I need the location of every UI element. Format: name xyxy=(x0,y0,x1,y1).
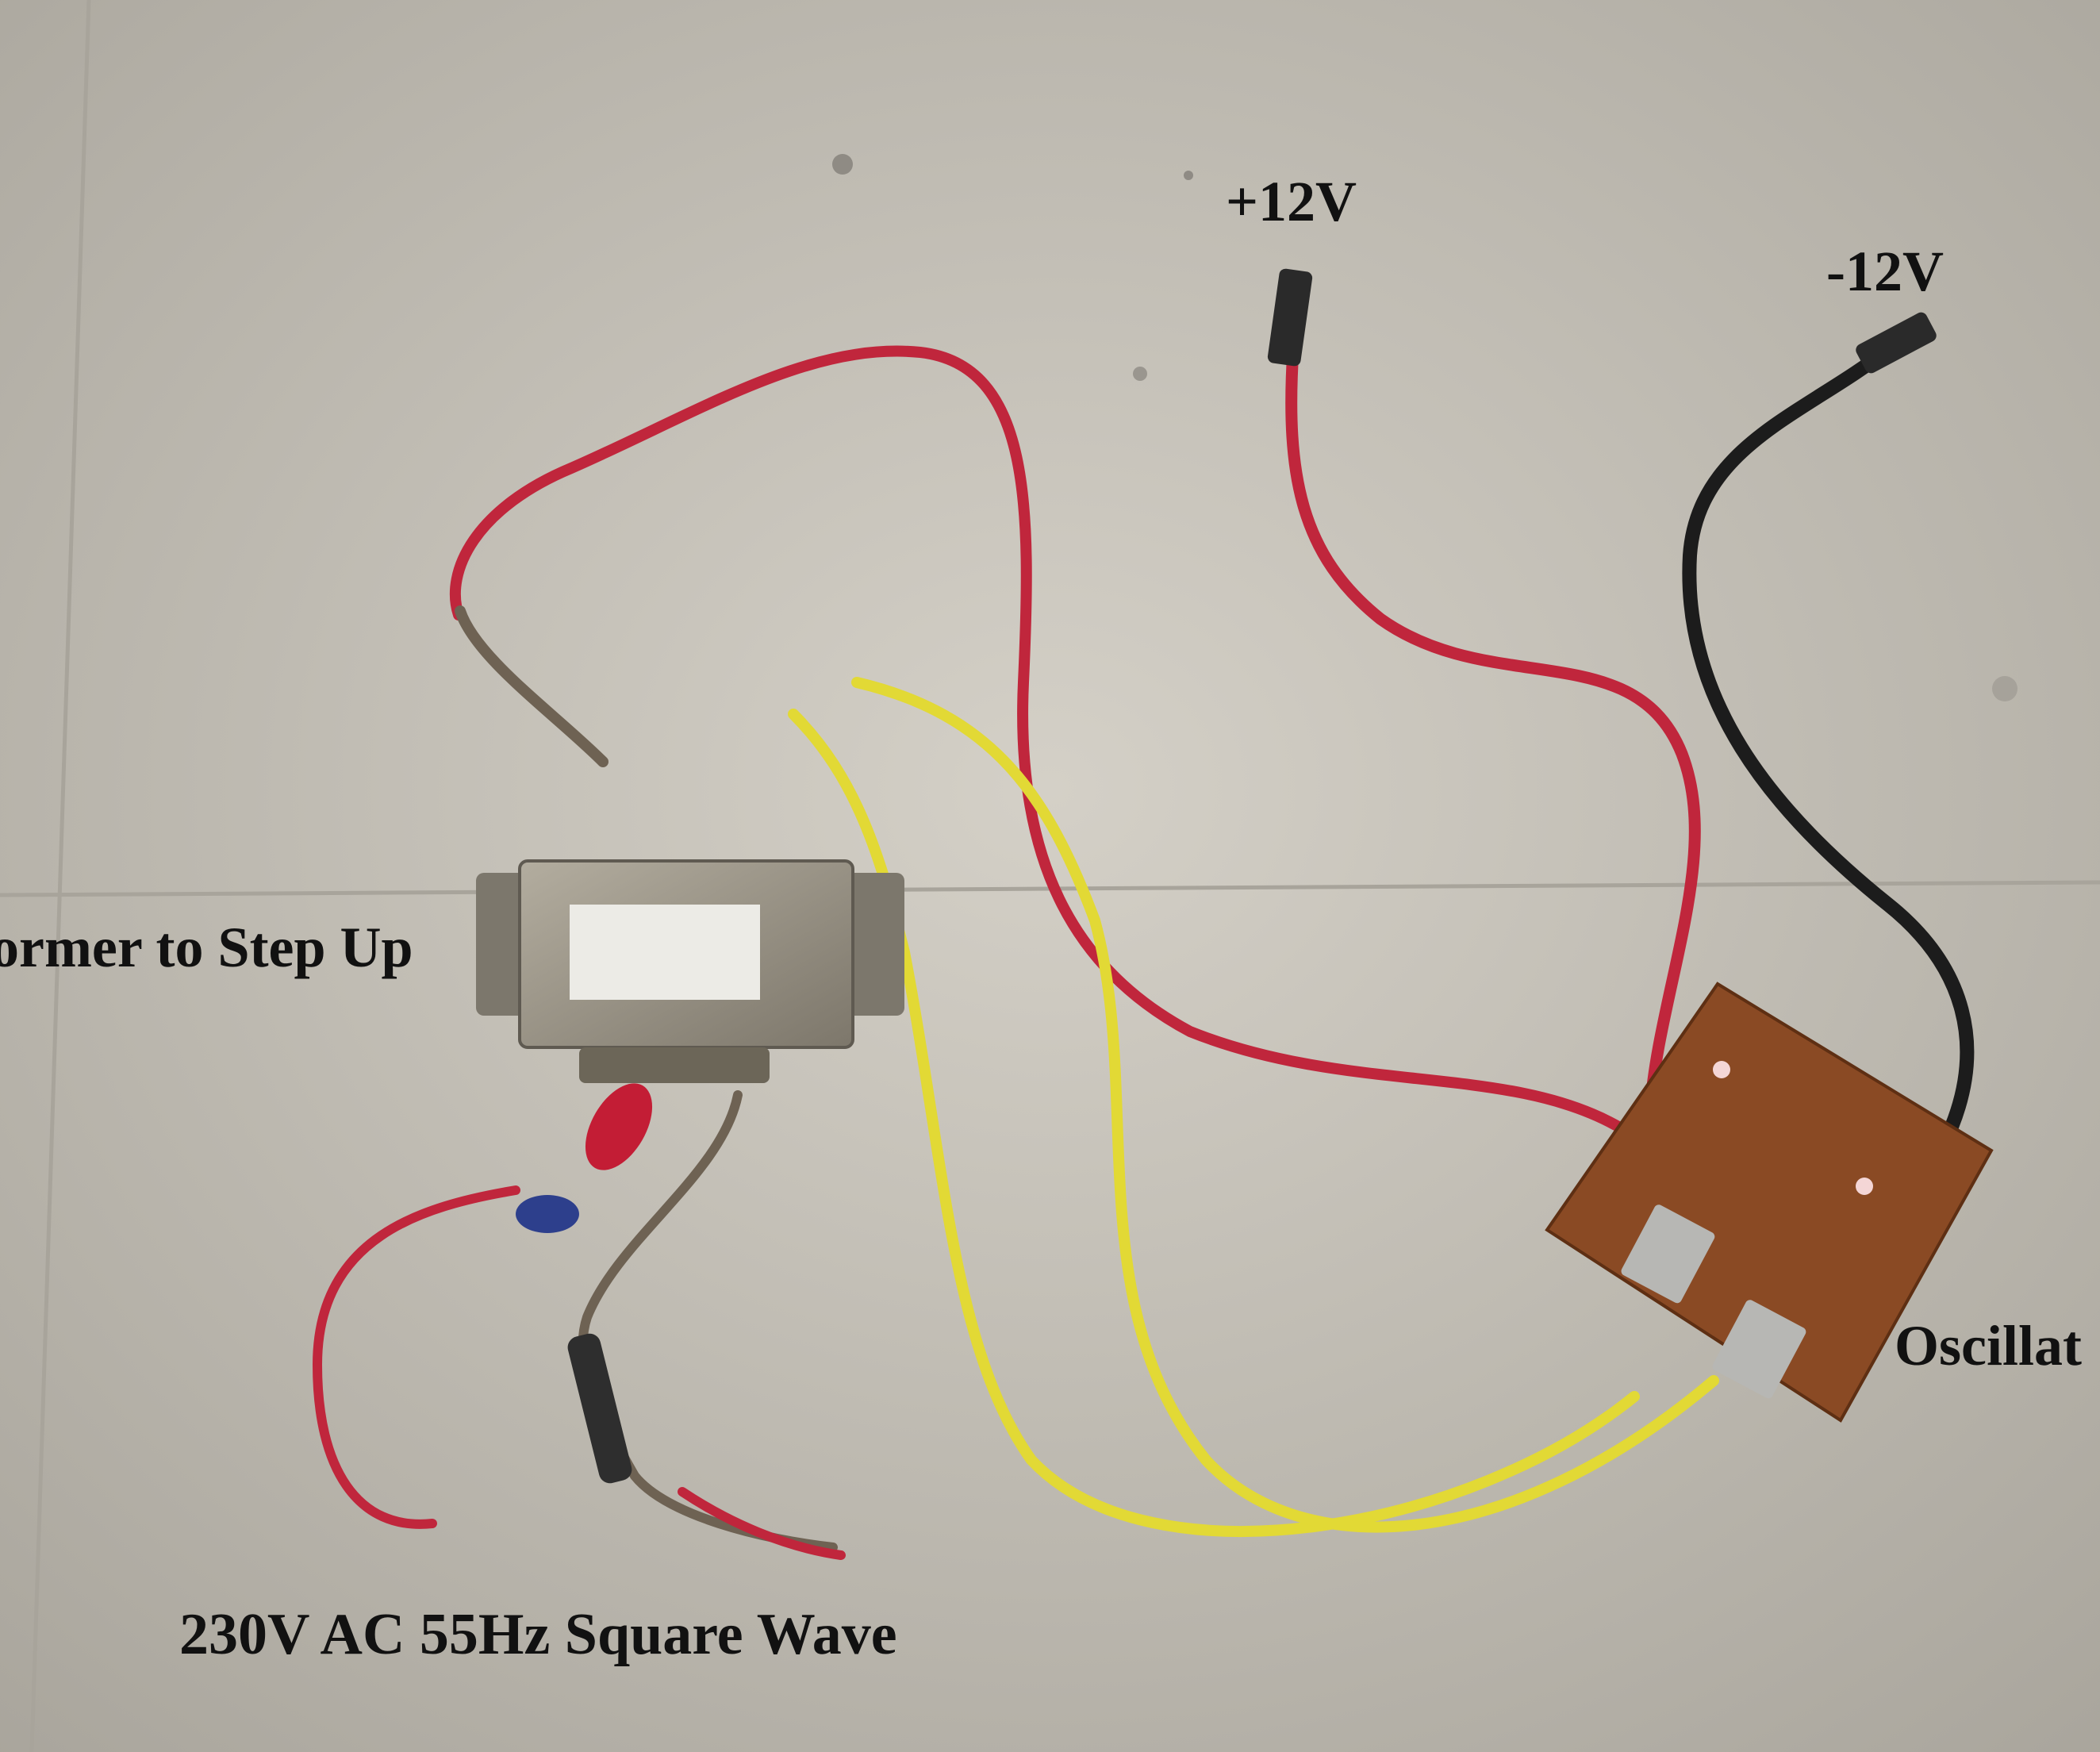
minus-12v-terminal xyxy=(1856,312,1937,374)
red-wire-feedback xyxy=(450,345,1624,1132)
floor-speck xyxy=(1992,676,2017,701)
led-indicator xyxy=(1856,1178,1873,1195)
led-indicator xyxy=(1713,1061,1730,1078)
transformer-spec-sticker xyxy=(570,905,760,1000)
oscillator-pcb xyxy=(1545,982,1994,1423)
fuse-holder xyxy=(567,1333,632,1484)
transformer-label: ormer to Step Up xyxy=(0,916,413,979)
red-crimp-terminal xyxy=(585,1083,653,1170)
plus-12v-terminal xyxy=(1267,268,1313,367)
heatsink-left xyxy=(1621,1204,1715,1304)
transformer-coil-bottom xyxy=(579,1047,770,1083)
floor-speck xyxy=(1184,171,1193,180)
yellow-wire-b xyxy=(851,677,1719,1533)
black-wire-minus-12v xyxy=(1682,342,1975,1134)
red-wire-plus-12v xyxy=(1285,343,1701,1117)
plus-12v-label: +12V xyxy=(1226,170,1357,233)
minus-12v-label: -12V xyxy=(1826,240,1944,303)
red-wire-output-b-end xyxy=(678,1487,846,1560)
heatsink-right xyxy=(1712,1300,1806,1399)
yellow-wire-a xyxy=(788,709,1640,1537)
red-wire-output-a xyxy=(312,1185,520,1529)
output-label: 230V AC 55Hz Square Wave xyxy=(179,1602,897,1667)
tile-seam-vertical xyxy=(29,0,91,1752)
brown-wire-primary xyxy=(455,605,609,767)
oscillator-label: Oscillat xyxy=(1895,1314,2082,1377)
floor-speck xyxy=(1133,367,1147,381)
floor-speck xyxy=(832,154,853,175)
blue-crimp-terminal xyxy=(516,1195,579,1233)
